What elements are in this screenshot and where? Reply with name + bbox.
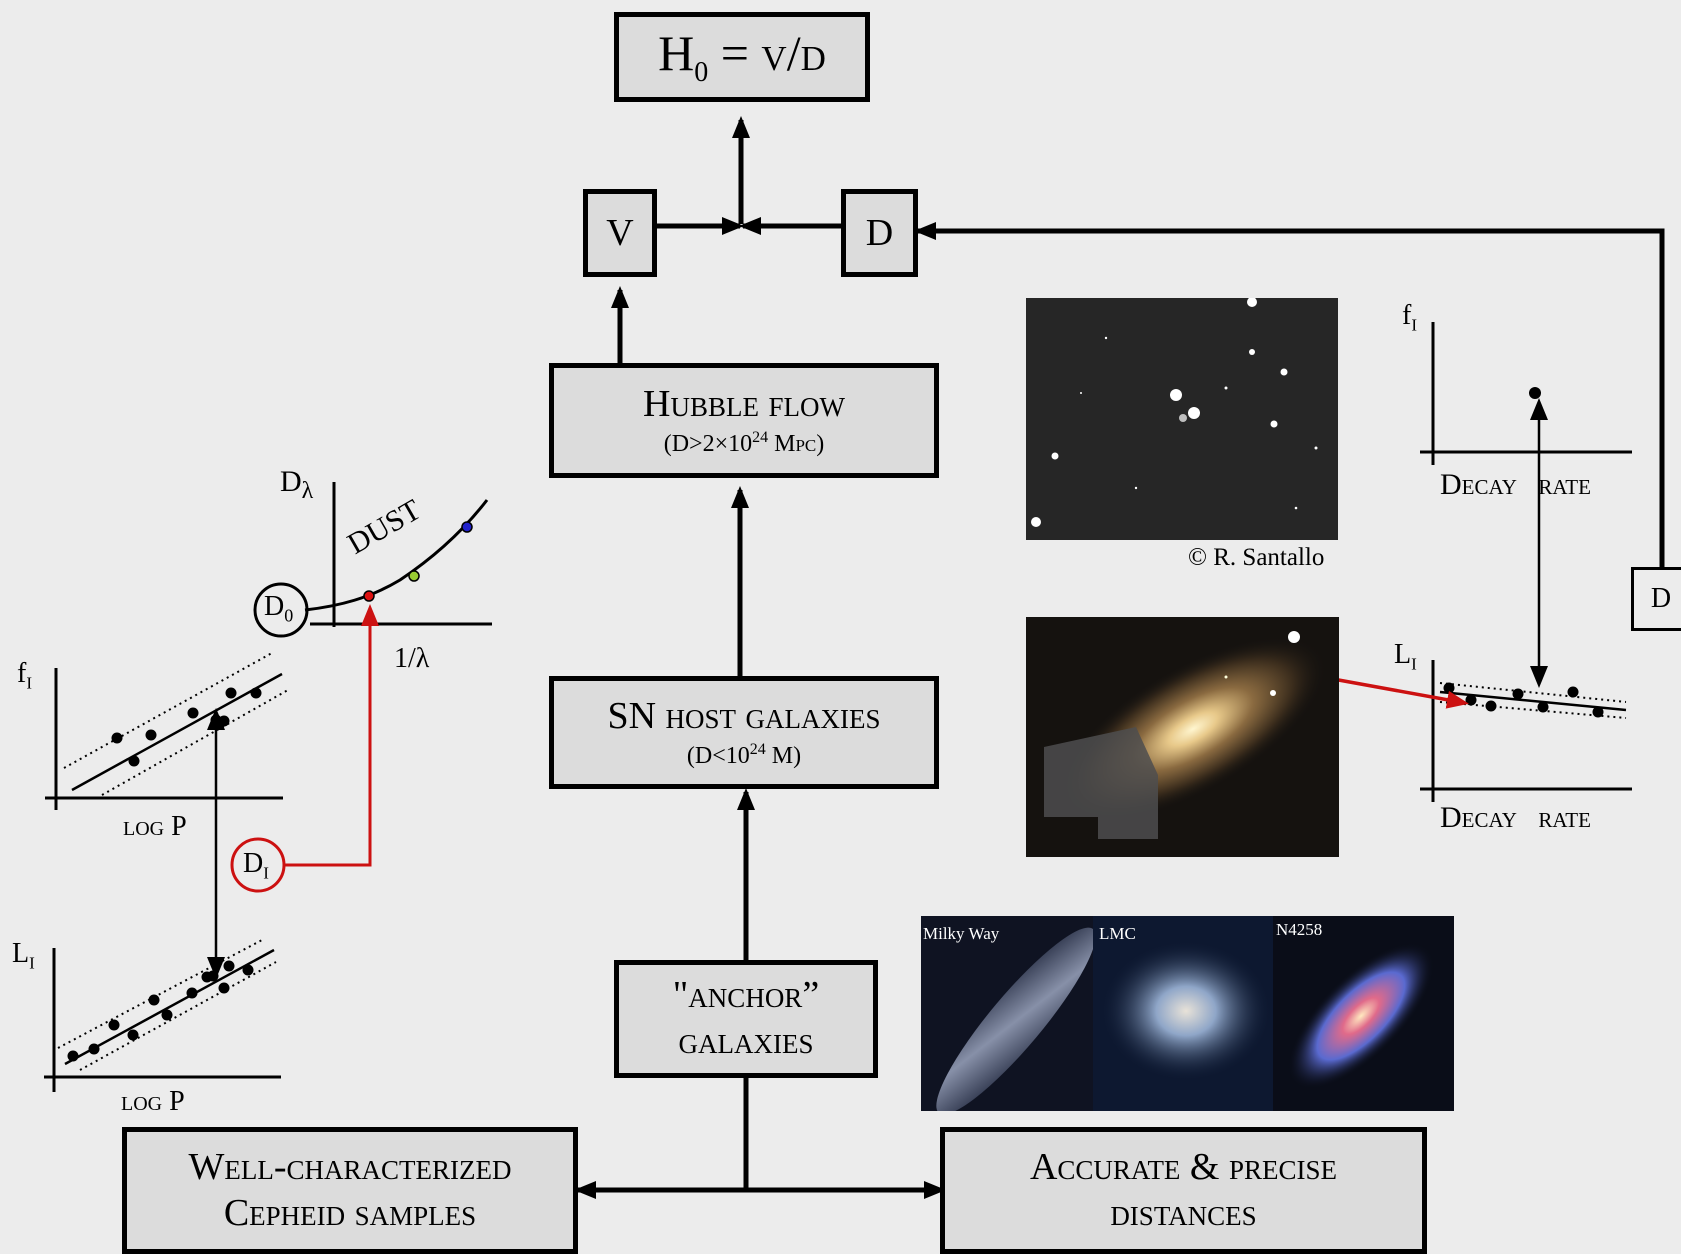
sn-host-sub-post: M) — [765, 742, 802, 769]
li-left-base: L — [12, 938, 30, 969]
li-decay-plot — [1420, 660, 1632, 802]
anchor-line1: "anchor” — [672, 974, 820, 1017]
di-circle — [230, 837, 286, 893]
cepheid-line1: Well-characterized — [188, 1145, 512, 1188]
d-lambda-label: Dλ — [280, 465, 314, 504]
hubble-flow-sub-sup: 24 — [752, 428, 769, 446]
d0-circle — [253, 582, 309, 638]
logp-label-upper: log P — [123, 811, 187, 842]
d0-base: D — [264, 591, 285, 622]
di-label: DI — [243, 850, 269, 882]
fi-right-label: fI — [1402, 302, 1417, 334]
hubble-flow-sub-pre: (D>2×10 — [663, 430, 753, 457]
flow-arrows — [574, 116, 1665, 1199]
hubble-flow-sub-post: Mpc) — [768, 430, 825, 457]
hubble-flow-title: Hubble flow — [643, 383, 845, 426]
d-label: D — [865, 212, 894, 254]
sn-host-title: SN host galaxies — [607, 695, 881, 738]
li-right-base: L — [1394, 639, 1412, 670]
distances-box: Accurate & precise distances — [940, 1127, 1427, 1254]
h0-base: H — [658, 24, 695, 81]
decay-rate-label-upper: Decay rate — [1440, 468, 1591, 501]
fi-right-base: f — [1402, 300, 1412, 331]
supernova-image — [1026, 298, 1338, 540]
arrow-sn-distance-to-d — [914, 222, 1665, 568]
di-path — [230, 604, 379, 893]
hubble-flow-box: Hubble flow (D>2×1024 Mpc) — [549, 363, 939, 478]
fi-logp-plot — [45, 652, 289, 810]
distances-line2: distances — [1110, 1191, 1257, 1234]
li-left-sub: I — [29, 953, 35, 973]
di-base: D — [243, 848, 264, 879]
cepheid-box: Well-characterized Cepheid samples — [122, 1127, 578, 1254]
sn-host-sub-pre: (D<10 — [686, 742, 750, 769]
d-lambda-base: D — [280, 465, 302, 498]
h0-rest: = v/d — [708, 24, 826, 81]
li-logp-plot — [44, 939, 281, 1092]
li-right-sub: I — [1411, 654, 1417, 674]
sn-host-sub-sup: 24 — [749, 740, 766, 758]
li-right-label: LI — [1394, 641, 1417, 673]
h0-box: H0 = v/d — [614, 12, 870, 102]
dust-point-red — [363, 590, 375, 602]
logp-label-lower: log P — [121, 1086, 185, 1117]
d0-label: D0 — [264, 593, 293, 625]
photo-label-lmc: LMC — [1099, 924, 1136, 943]
fi-decay-plot — [1420, 322, 1632, 465]
inv-lambda-label: 1/λ — [394, 643, 430, 674]
host-galaxy-image — [1026, 617, 1339, 857]
fi-left-sub: I — [26, 673, 32, 693]
fi-left-label: fI — [17, 660, 32, 692]
di-sub: I — [263, 863, 269, 883]
photo-label-milky-way: Milky Way — [923, 924, 1000, 943]
anchor-galaxies-image: Milky Way LMC N4258 — [921, 916, 1454, 1111]
photo-label-n4258: N4258 — [1276, 920, 1323, 939]
anchor-line2: galaxies — [678, 1020, 814, 1062]
h0-sub: 0 — [694, 56, 709, 88]
d-small-box: D — [1631, 567, 1681, 631]
dust-point-blue — [461, 521, 473, 533]
li-left-label: LI — [12, 940, 35, 972]
v-box: V — [583, 189, 657, 277]
dust-plot — [253, 482, 492, 638]
sn-host-box: SN host galaxies (D<1024 M) — [549, 676, 939, 789]
d0-sub: 0 — [284, 605, 294, 626]
image-credit: © R. Santallo — [1188, 544, 1325, 571]
d-lambda-sub: λ — [301, 478, 314, 504]
d-box: D — [841, 189, 918, 277]
distances-line1: Accurate & precise — [1029, 1145, 1338, 1188]
v-label: V — [606, 212, 634, 254]
fi-left-base: f — [17, 658, 27, 689]
anchor-box: "anchor” galaxies — [614, 960, 878, 1078]
decay-rate-label-lower: Decay rate — [1440, 801, 1591, 834]
cepheid-line2: Cepheid samples — [223, 1191, 477, 1234]
d-small-label: D — [1650, 583, 1672, 614]
dust-point-green — [408, 570, 420, 582]
fi-right-sub: I — [1411, 315, 1417, 335]
